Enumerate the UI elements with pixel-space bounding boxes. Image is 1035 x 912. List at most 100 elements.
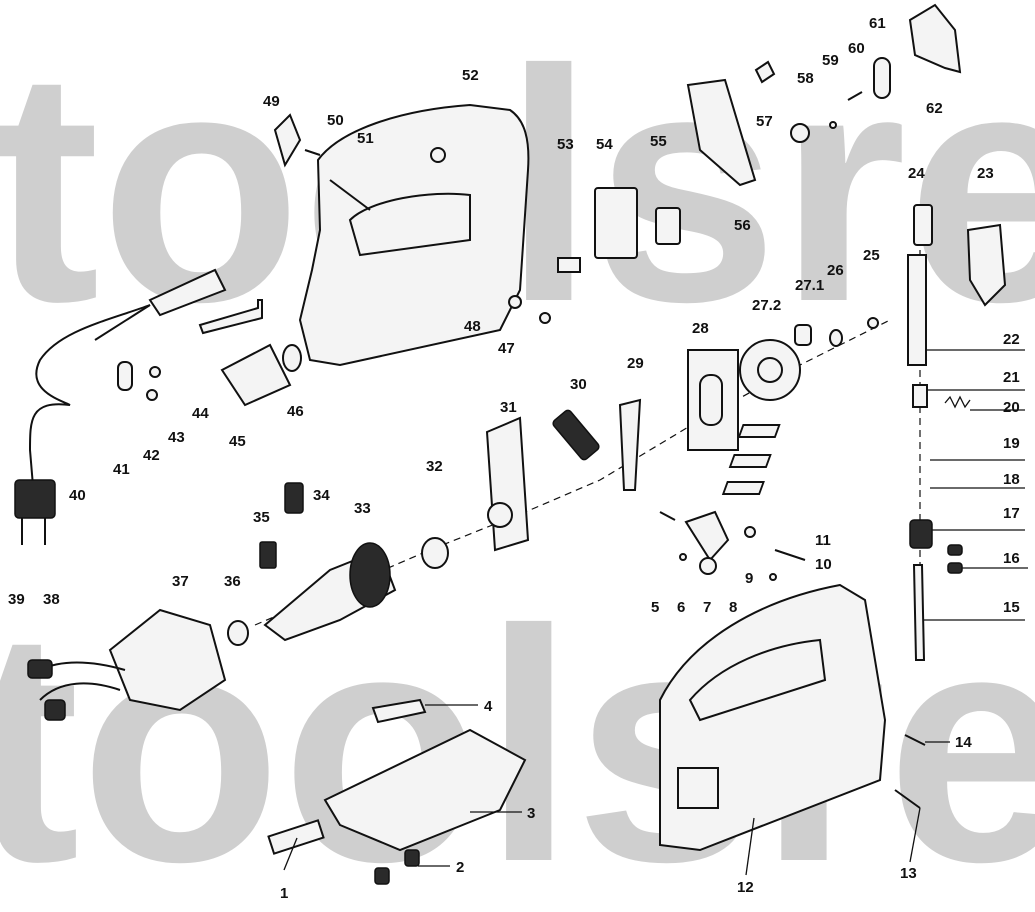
cord-wire-lead [94,304,151,341]
part-label-29: 29 [627,355,644,372]
part-label-15: 15 [1003,599,1020,616]
part-label-46: 46 [287,403,304,420]
part-25-circlip [867,317,879,329]
gear-hub [757,357,783,383]
part-47-clip [539,312,551,324]
part-42-screw-b [146,389,158,401]
part-label-30: 30 [570,376,587,393]
part-label-35: 35 [253,509,270,526]
part-18-plate [721,481,765,495]
part-label-60: 60 [848,40,865,57]
housing-screw-boss [430,147,446,163]
part-label-53: 53 [557,136,574,153]
part-label-28: 28 [692,320,709,337]
part-26-washer [829,329,843,347]
part-label-11: 11 [815,532,831,549]
cord-hardware [117,268,302,407]
part-61-roller [873,57,891,99]
top-right-parts [754,3,962,143]
part-35-brush [259,541,277,569]
part-7-roller [699,557,717,575]
part-label-55: 55 [650,133,667,150]
part-49-switch-lever [273,113,302,168]
part-56-cover [686,78,757,187]
part-38-terminal [44,699,66,721]
part-1-guide [267,819,325,855]
part-label-42: 42 [143,447,160,464]
part-5-pin [659,511,676,521]
part-53-contact [557,257,581,273]
part-label-3: 3 [527,805,535,822]
part-label-56: 56 [734,217,751,234]
part-label-20: 20 [1003,399,1020,416]
part-label-57: 57 [756,113,773,130]
part-17-clamp [909,519,933,549]
part-label-14: 14 [955,734,972,751]
part-label-17: 17 [1003,505,1020,522]
part-6-pin [679,553,687,561]
part-label-5: 5 [651,599,659,616]
part-60-screw [847,91,863,101]
part-label-8: 8 [729,599,737,616]
part-label-49: 49 [263,93,280,110]
part-59-pin [829,121,837,129]
part-22-plunger [907,254,927,366]
part-label-6: 6 [677,599,685,616]
part-label-37: 37 [172,573,189,590]
leader-13 [909,807,921,863]
part-label-58: 58 [797,70,814,87]
part-16-screw-b [947,562,963,574]
part-label-34: 34 [313,487,330,504]
part-label-2: 2 [456,859,464,876]
leader-lines [283,349,1028,876]
part-55-capacitor [655,207,681,245]
part-label-9: 9 [745,570,753,587]
part-label-16: 16 [1003,550,1020,567]
part-label-61: 61 [869,15,886,32]
part-21-holder [912,384,928,408]
plate-slot [699,374,723,426]
part-label-23: 23 [977,165,994,182]
blade-drive [421,204,1007,661]
part-label-25: 25 [863,247,880,264]
part-36-bearing [227,620,249,646]
housing-left-half [273,103,551,367]
part-label-31: 31 [500,399,517,416]
leader-1 [283,837,298,871]
guide-hole [487,502,513,528]
part-label-12: 12 [737,879,754,896]
part-2-screw-b [404,849,420,867]
part-label-44: 44 [192,405,209,422]
cord-wire [28,304,151,511]
housing-grip-opening [688,638,827,722]
part-24-clamp [913,204,933,246]
part-labels: 1 2 3 4 5 6 7 8 9 10 11 12 13 14 15 16 1… [8,15,1020,902]
part-23-guard [966,223,1007,307]
housing-vents [677,767,719,809]
part-39-terminal [27,659,53,679]
base-assembly [267,698,527,885]
part-label-7: 7 [703,599,711,616]
part-51-pin [329,179,371,211]
armature-gear [349,542,391,608]
part-label-50: 50 [327,112,344,129]
part-label-39: 39 [8,591,25,608]
part-14-screw [904,734,926,746]
part-11-pin [774,549,806,561]
part-label-47: 47 [498,340,515,357]
part-label-10: 10 [815,556,832,573]
part-37-stator [108,608,227,712]
part-label-13: 13 [900,865,917,882]
part-label-36: 36 [224,573,241,590]
part-50-spring [304,149,321,156]
part-19-plate-b [728,454,772,468]
part-label-1: 1 [280,885,288,902]
part-label-59: 59 [822,52,839,69]
part-label-33: 33 [354,500,371,517]
part-9-nut [744,526,756,538]
part-45-dust-nozzle [220,343,292,407]
part-label-43: 43 [168,429,185,446]
part-27-1-bushing [794,324,812,346]
switch-components [557,78,757,273]
